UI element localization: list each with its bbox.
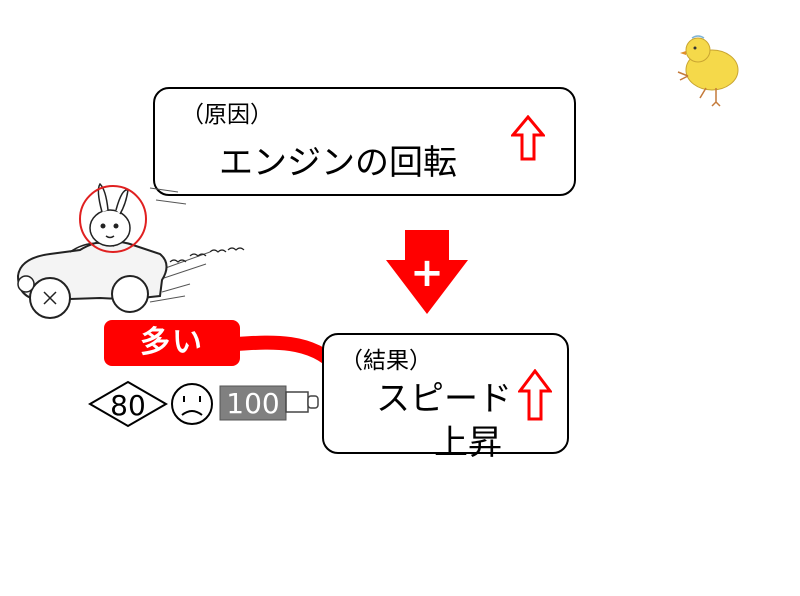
indicator-row: 80 100 bbox=[88, 380, 319, 428]
battery-icon: 100 bbox=[219, 385, 319, 421]
many-badge: 多い bbox=[104, 320, 240, 366]
diamond-value: 80 bbox=[110, 389, 146, 422]
plus-symbol: + bbox=[410, 250, 444, 296]
cause-main-label: エンジンの回転 bbox=[219, 143, 457, 183]
result-main-label-line1: スピード bbox=[376, 379, 512, 419]
sad-face-icon bbox=[171, 383, 213, 425]
result-main-label-line2: 上昇 bbox=[434, 423, 502, 463]
battery-value: 100 bbox=[226, 387, 279, 420]
rabbit-car-illustration bbox=[16, 182, 245, 319]
chick-illustration bbox=[677, 35, 739, 107]
result-box: （結果） スピード 上昇 bbox=[322, 333, 569, 463]
up-arrow-icon bbox=[511, 115, 545, 161]
down-arrow-plus-icon: + bbox=[386, 230, 468, 314]
up-arrow-icon bbox=[518, 369, 552, 421]
cause-box: （原因） エンジンの回転 bbox=[153, 87, 576, 196]
cause-small-label: （原因） bbox=[181, 102, 273, 128]
speed-sign-icon: 80 bbox=[88, 380, 168, 428]
result-small-label: （結果） bbox=[340, 348, 432, 374]
